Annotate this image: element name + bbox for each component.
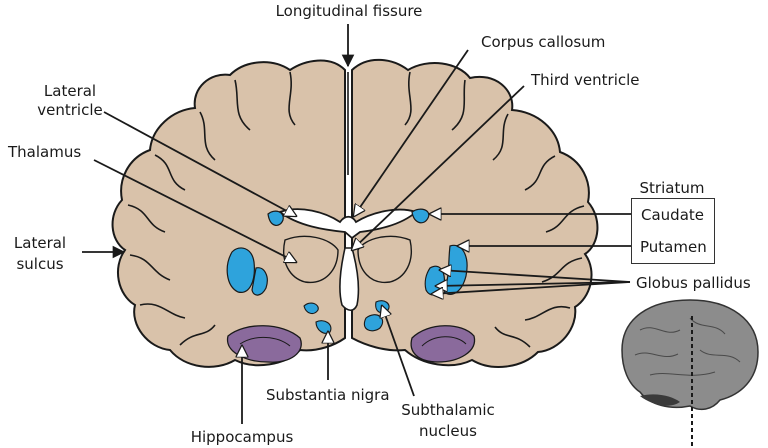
cerebellum-shape bbox=[640, 394, 680, 406]
right-caudate bbox=[411, 208, 430, 224]
pointer-thalamus bbox=[93, 159, 296, 262]
label-lateral-ventricle-line2: ventricle bbox=[37, 101, 103, 119]
label-lateral-sulcus-line2: sulcus bbox=[16, 255, 64, 273]
third-ventricle-shape bbox=[339, 247, 360, 312]
label-globus-pallidus: Globus pallidus bbox=[636, 274, 751, 292]
label-subthalamic-line2: nucleus bbox=[419, 422, 477, 440]
label-putamen: Putamen bbox=[640, 238, 707, 256]
label-longitudinal-fissure: Longitudinal fissure bbox=[275, 2, 423, 20]
right-substantia-nigra bbox=[363, 314, 384, 332]
label-subthalamic-line1: Subthalamic bbox=[401, 401, 495, 419]
left-hippocampus-fold bbox=[239, 337, 291, 347]
pointer-lateral-ventricle bbox=[103, 111, 296, 216]
label-lateral-sulcus-line1: Lateral bbox=[13, 234, 67, 252]
lateral-ventricles bbox=[278, 208, 418, 240]
label-third-ventricle: Third ventricle bbox=[531, 71, 640, 89]
brain-thumbnail-outline bbox=[621, 299, 759, 411]
pointer-globus-pallidus-1 bbox=[440, 270, 631, 283]
pointer-corpus-callosum bbox=[354, 49, 469, 216]
pointer-globus-pallidus-2 bbox=[436, 282, 631, 286]
gyri-folds bbox=[127, 71, 585, 348]
label-striatum: Striatum bbox=[639, 179, 705, 197]
striatum-box bbox=[631, 198, 715, 264]
pointer-globus-pallidus-3 bbox=[432, 281, 631, 294]
label-corpus-callosum: Corpus callosum bbox=[481, 33, 606, 51]
label-hippocampus: Hippocampus bbox=[190, 428, 294, 446]
left-caudate bbox=[267, 210, 284, 226]
left-globus-pallidus bbox=[251, 267, 268, 296]
right-hippocampus bbox=[410, 325, 476, 363]
pointer-lines bbox=[82, 24, 632, 424]
pointer-third-ventricle bbox=[352, 85, 525, 250]
right-hippocampus-fold bbox=[421, 336, 467, 347]
label-substantia-nigra: Substantia nigra bbox=[266, 386, 390, 404]
label-lateral-ventricle-line1: Lateral bbox=[43, 82, 97, 100]
left-thalamus bbox=[283, 235, 339, 284]
label-thalamus: Thalamus bbox=[8, 143, 82, 161]
left-putamen bbox=[226, 247, 255, 293]
pointer-subthalamic-nucleus bbox=[382, 306, 415, 397]
right-thalamus bbox=[357, 235, 412, 284]
brain-thumbnail bbox=[621, 299, 759, 446]
thumbnail-folds bbox=[634, 317, 741, 376]
left-subthalamic-nucleus bbox=[303, 302, 319, 315]
label-caudate: Caudate bbox=[641, 206, 704, 224]
